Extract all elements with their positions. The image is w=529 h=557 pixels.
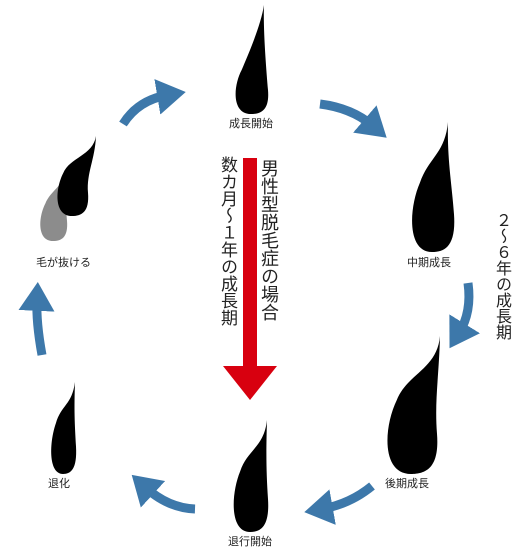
cycle-arrow-bottom-right (304, 482, 375, 525)
aga-label-line1: 男性型脱毛症の場合 (258, 159, 279, 321)
stage-label-mid-growth: 中期成長 (407, 256, 451, 269)
hair-regression-start (233, 420, 269, 532)
center-arrow-shaft (243, 158, 257, 368)
stage-label-regression: 退化 (48, 477, 70, 490)
hair-mid-growth (412, 122, 455, 252)
center-arrow (223, 158, 277, 400)
cycle-arrow-bottom-left (131, 474, 196, 514)
hair-strands (40, 5, 455, 532)
cycle-arrow-left (18, 282, 55, 356)
stage-label-late-growth: 後期成長 (385, 477, 429, 490)
cycle-arrow-right (449, 282, 480, 349)
stage-label-shedding: 毛が抜ける (36, 256, 91, 269)
cycle-arrow-top-left (119, 79, 186, 127)
cycle-arrows (18, 79, 480, 525)
stage-label-regression-start: 退行開始 (228, 535, 272, 548)
aga-label-line2: 数カ月～１年の成長期 (217, 156, 237, 326)
stage-label-growth-start: 成長開始 (229, 117, 273, 130)
cycle-arrow-top-right (319, 99, 387, 138)
hair-regression (51, 382, 77, 474)
hair-late-growth (387, 336, 440, 474)
hair-growth-start (235, 5, 269, 114)
normal-growth-label: ２～６年の成長期 (493, 212, 512, 340)
hair-shedding (57, 136, 96, 216)
center-arrow-head (223, 366, 277, 400)
